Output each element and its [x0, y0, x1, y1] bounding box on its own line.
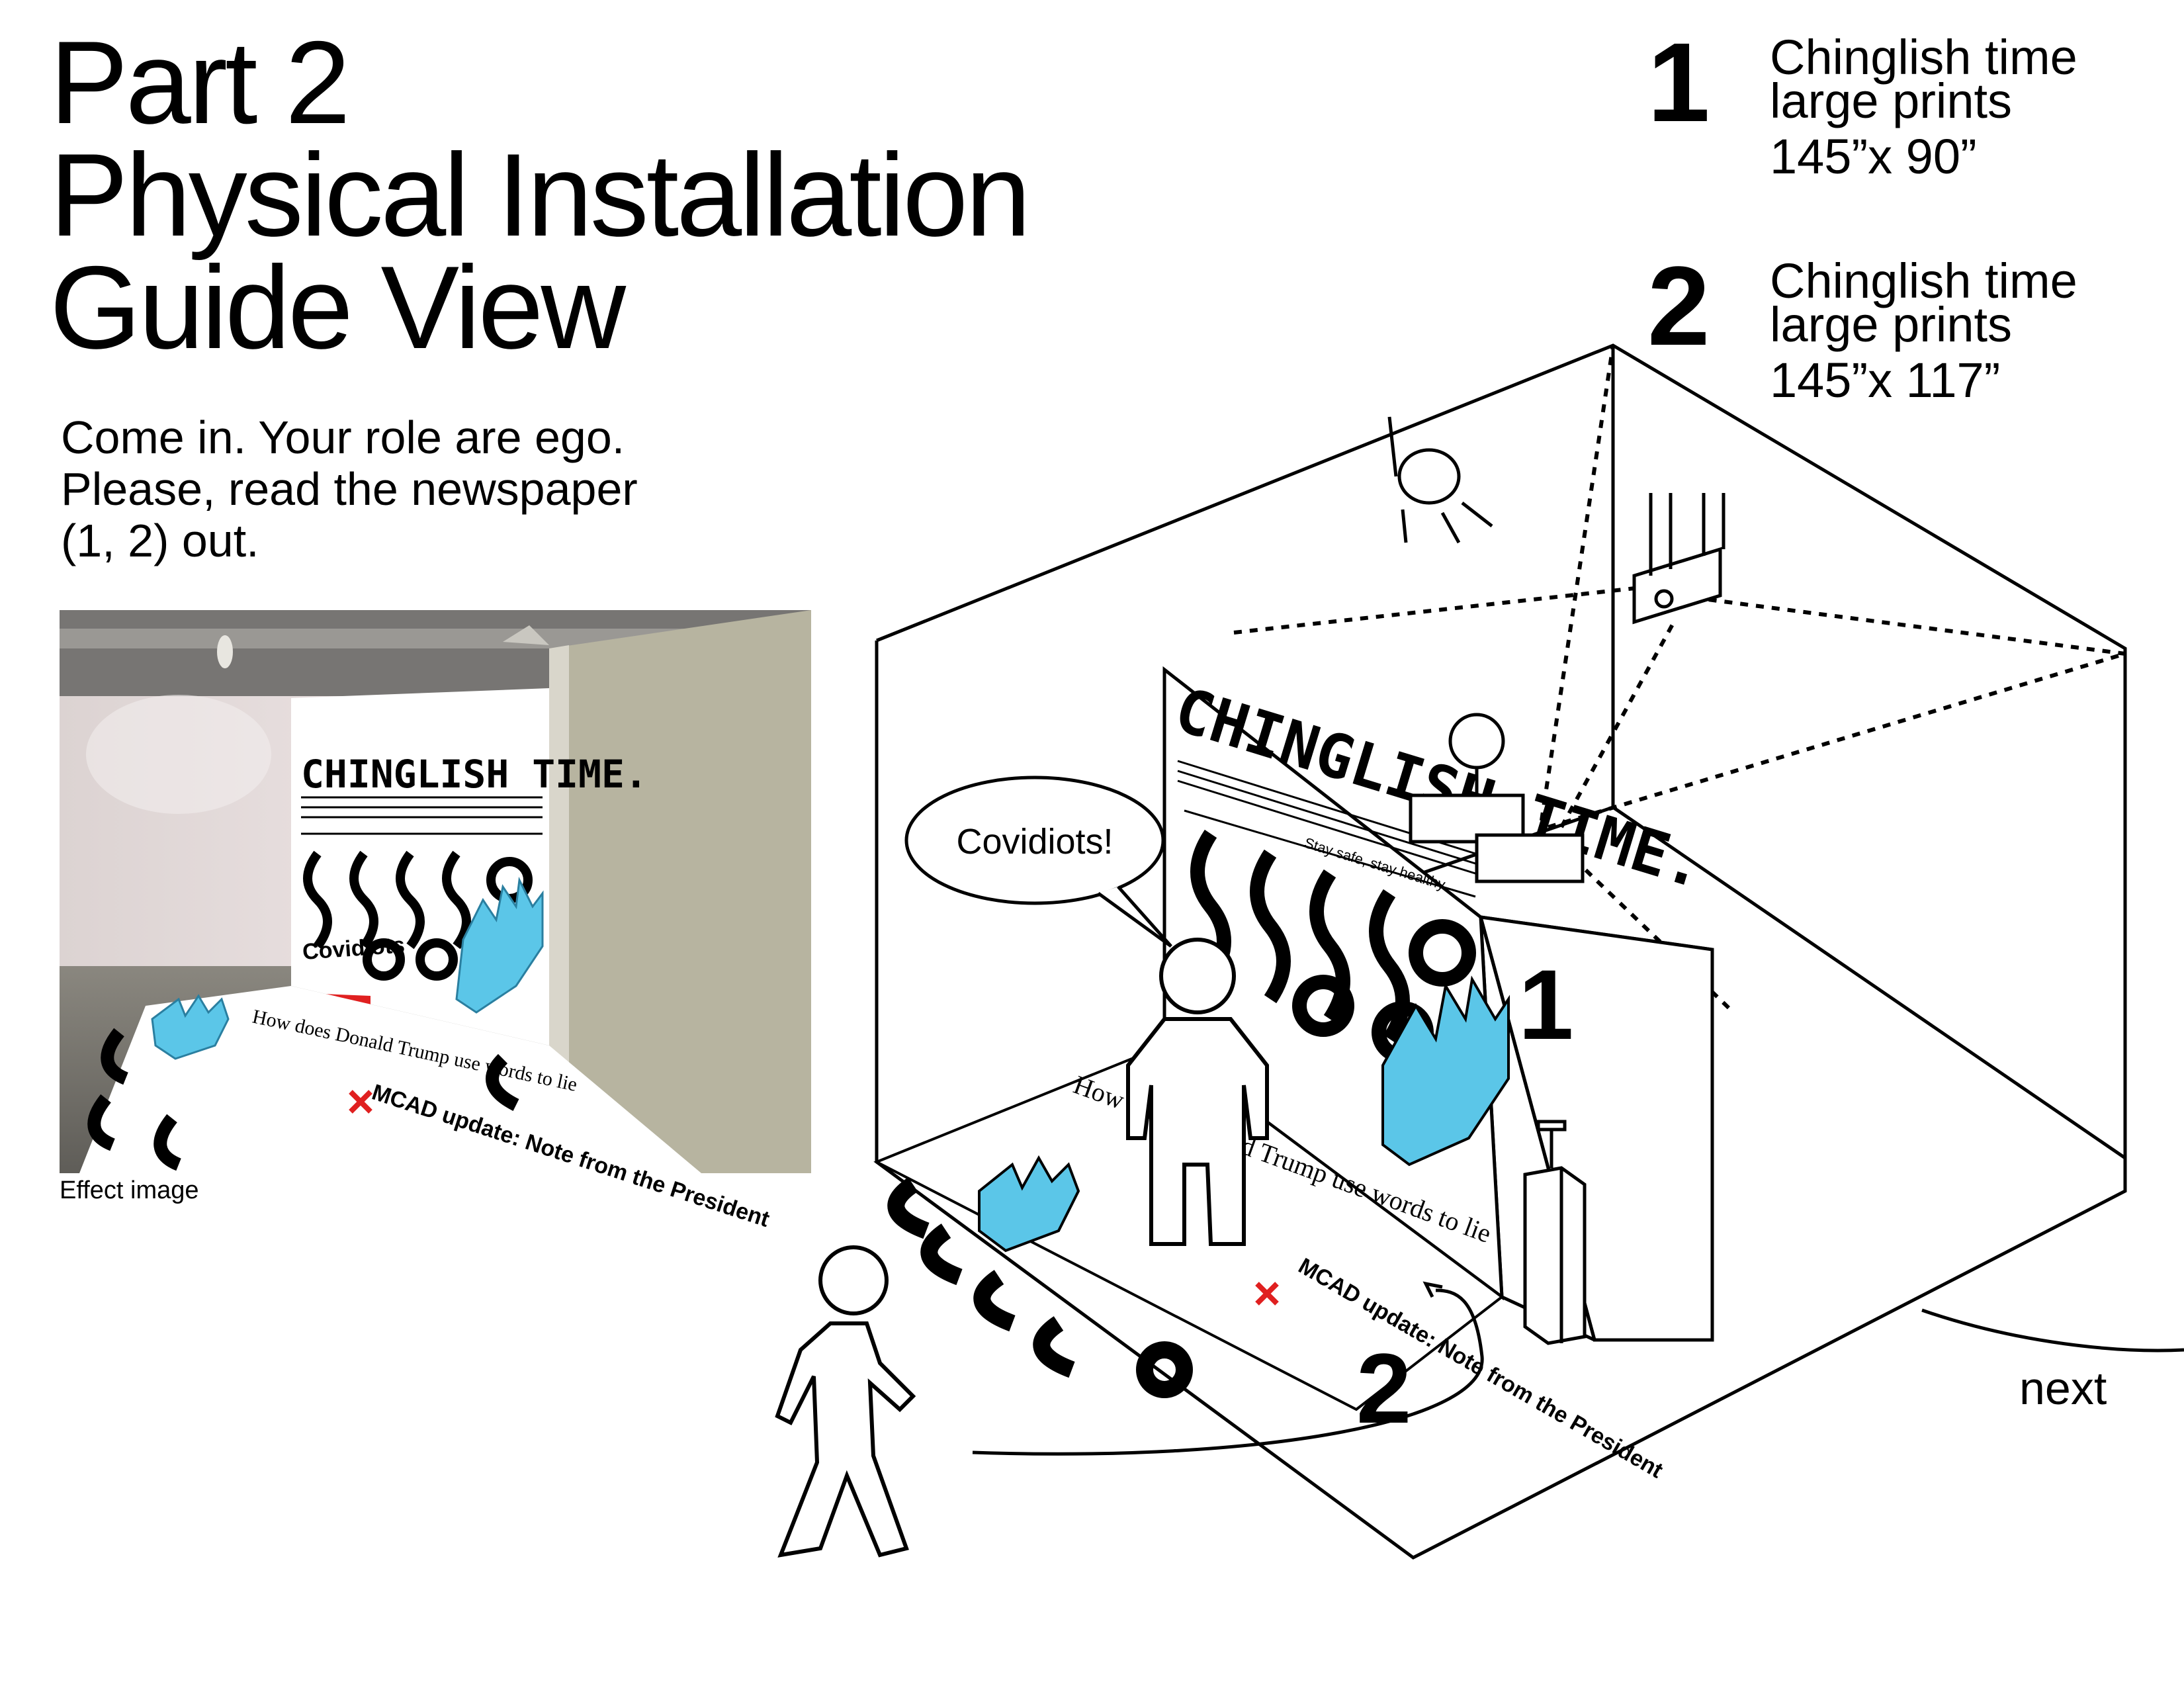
photo-caption: Effect image [60, 1177, 199, 1204]
photo-glove-wall [455, 876, 544, 1014]
photo-floor-print [79, 986, 701, 1173]
speech-bubble-text: Covidiots! [956, 822, 1113, 862]
legend-number-2: 2 [1647, 244, 1710, 369]
title-line-3: Guide View [50, 242, 626, 373]
walk-path-arrow [972, 1288, 1484, 1456]
intro-line-2: Please, read the newspaper [61, 463, 638, 515]
intro-line-1: Come in. Your role are ego. [61, 412, 625, 463]
floor-label-2: 2 [1356, 1333, 1411, 1444]
legend-text-1: Chinglish time large prints 145”x 90” [1770, 30, 2077, 184]
legend-1-line-1: Chinglish time [1770, 30, 2077, 85]
intro-line-3: (1, 2) out. [61, 515, 259, 566]
photo-masthead: CHINGLISH TIME. [301, 752, 648, 797]
next-path-arrow[interactable] [1921, 1308, 2184, 1353]
legend-1-line-3: 145”x 90” [1770, 129, 1977, 184]
legend-1-line-2: large prints [1770, 73, 2013, 128]
standing-person-icon [1126, 938, 1269, 1246]
page-title: Part 2 Physical Installation Guide View [50, 17, 1031, 373]
walking-person-icon [775, 1245, 916, 1558]
photo-wall-print [291, 688, 549, 1045]
legend-2-line-2: large prints [1770, 297, 2013, 352]
intro-text: Come in. Your role are ego. Please, read… [61, 412, 638, 566]
ceiling-projector-icon [1632, 493, 1725, 625]
wall-glove [1381, 975, 1510, 1167]
wall-label-1: 1 [1518, 949, 1573, 1060]
pedestal-icon [1523, 1120, 1587, 1345]
floor-big-letters [887, 1177, 1193, 1398]
next-link[interactable]: next [2019, 1362, 2107, 1414]
legend-number-1: 1 [1647, 20, 1710, 146]
projector-icon [1409, 713, 1585, 883]
legend-2-line-3: 145”x 117” [1770, 353, 2001, 408]
title-line-1: Part 2 [50, 17, 351, 148]
legend-2-line-1: Chinglish time [1770, 253, 2077, 308]
effect-photo: CHINGLISH TIME. Covidiots How does Donal… [60, 610, 811, 1232]
speech-bubble: Covidiots! [904, 776, 1172, 948]
legend-text-2: Chinglish time large prints 145”x 117” [1770, 253, 2077, 408]
spotlight-icon [1387, 416, 1493, 544]
photo-glove-floor [151, 994, 230, 1060]
title-line-2: Physical Installation [50, 129, 1031, 261]
floor-glove [978, 1155, 1080, 1253]
